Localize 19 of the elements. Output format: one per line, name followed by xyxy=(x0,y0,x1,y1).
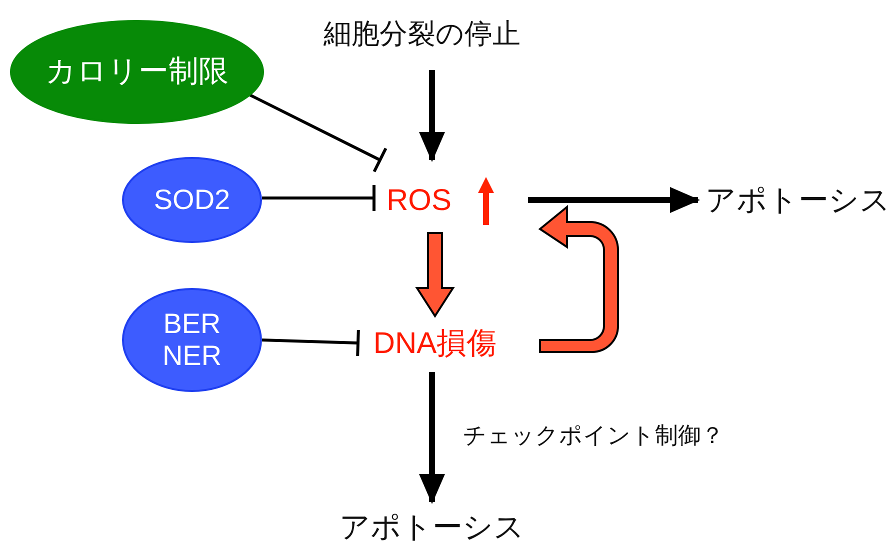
node-label: 細胞分裂の停止 xyxy=(324,18,520,50)
oval-node xyxy=(122,157,262,243)
block-arrow xyxy=(539,206,619,353)
oval-node xyxy=(122,288,262,392)
block-arrow xyxy=(415,232,455,318)
arrow xyxy=(419,372,445,504)
node-text: カロリー制限 xyxy=(46,54,228,90)
inhibition-line xyxy=(249,94,388,174)
node-text: SOD2 xyxy=(154,184,230,216)
oval-node xyxy=(10,20,264,124)
inhibition-line xyxy=(262,184,376,212)
node-label: ROS xyxy=(386,184,452,218)
node-label: アポトーシス xyxy=(706,184,890,218)
node-label: DNA損傷 xyxy=(373,326,497,362)
arrow xyxy=(528,187,700,213)
node-label: アポトーシス xyxy=(340,510,524,545)
arrow xyxy=(419,70,445,162)
inhibition-line xyxy=(262,328,360,358)
node-text: BER NER xyxy=(161,308,223,372)
